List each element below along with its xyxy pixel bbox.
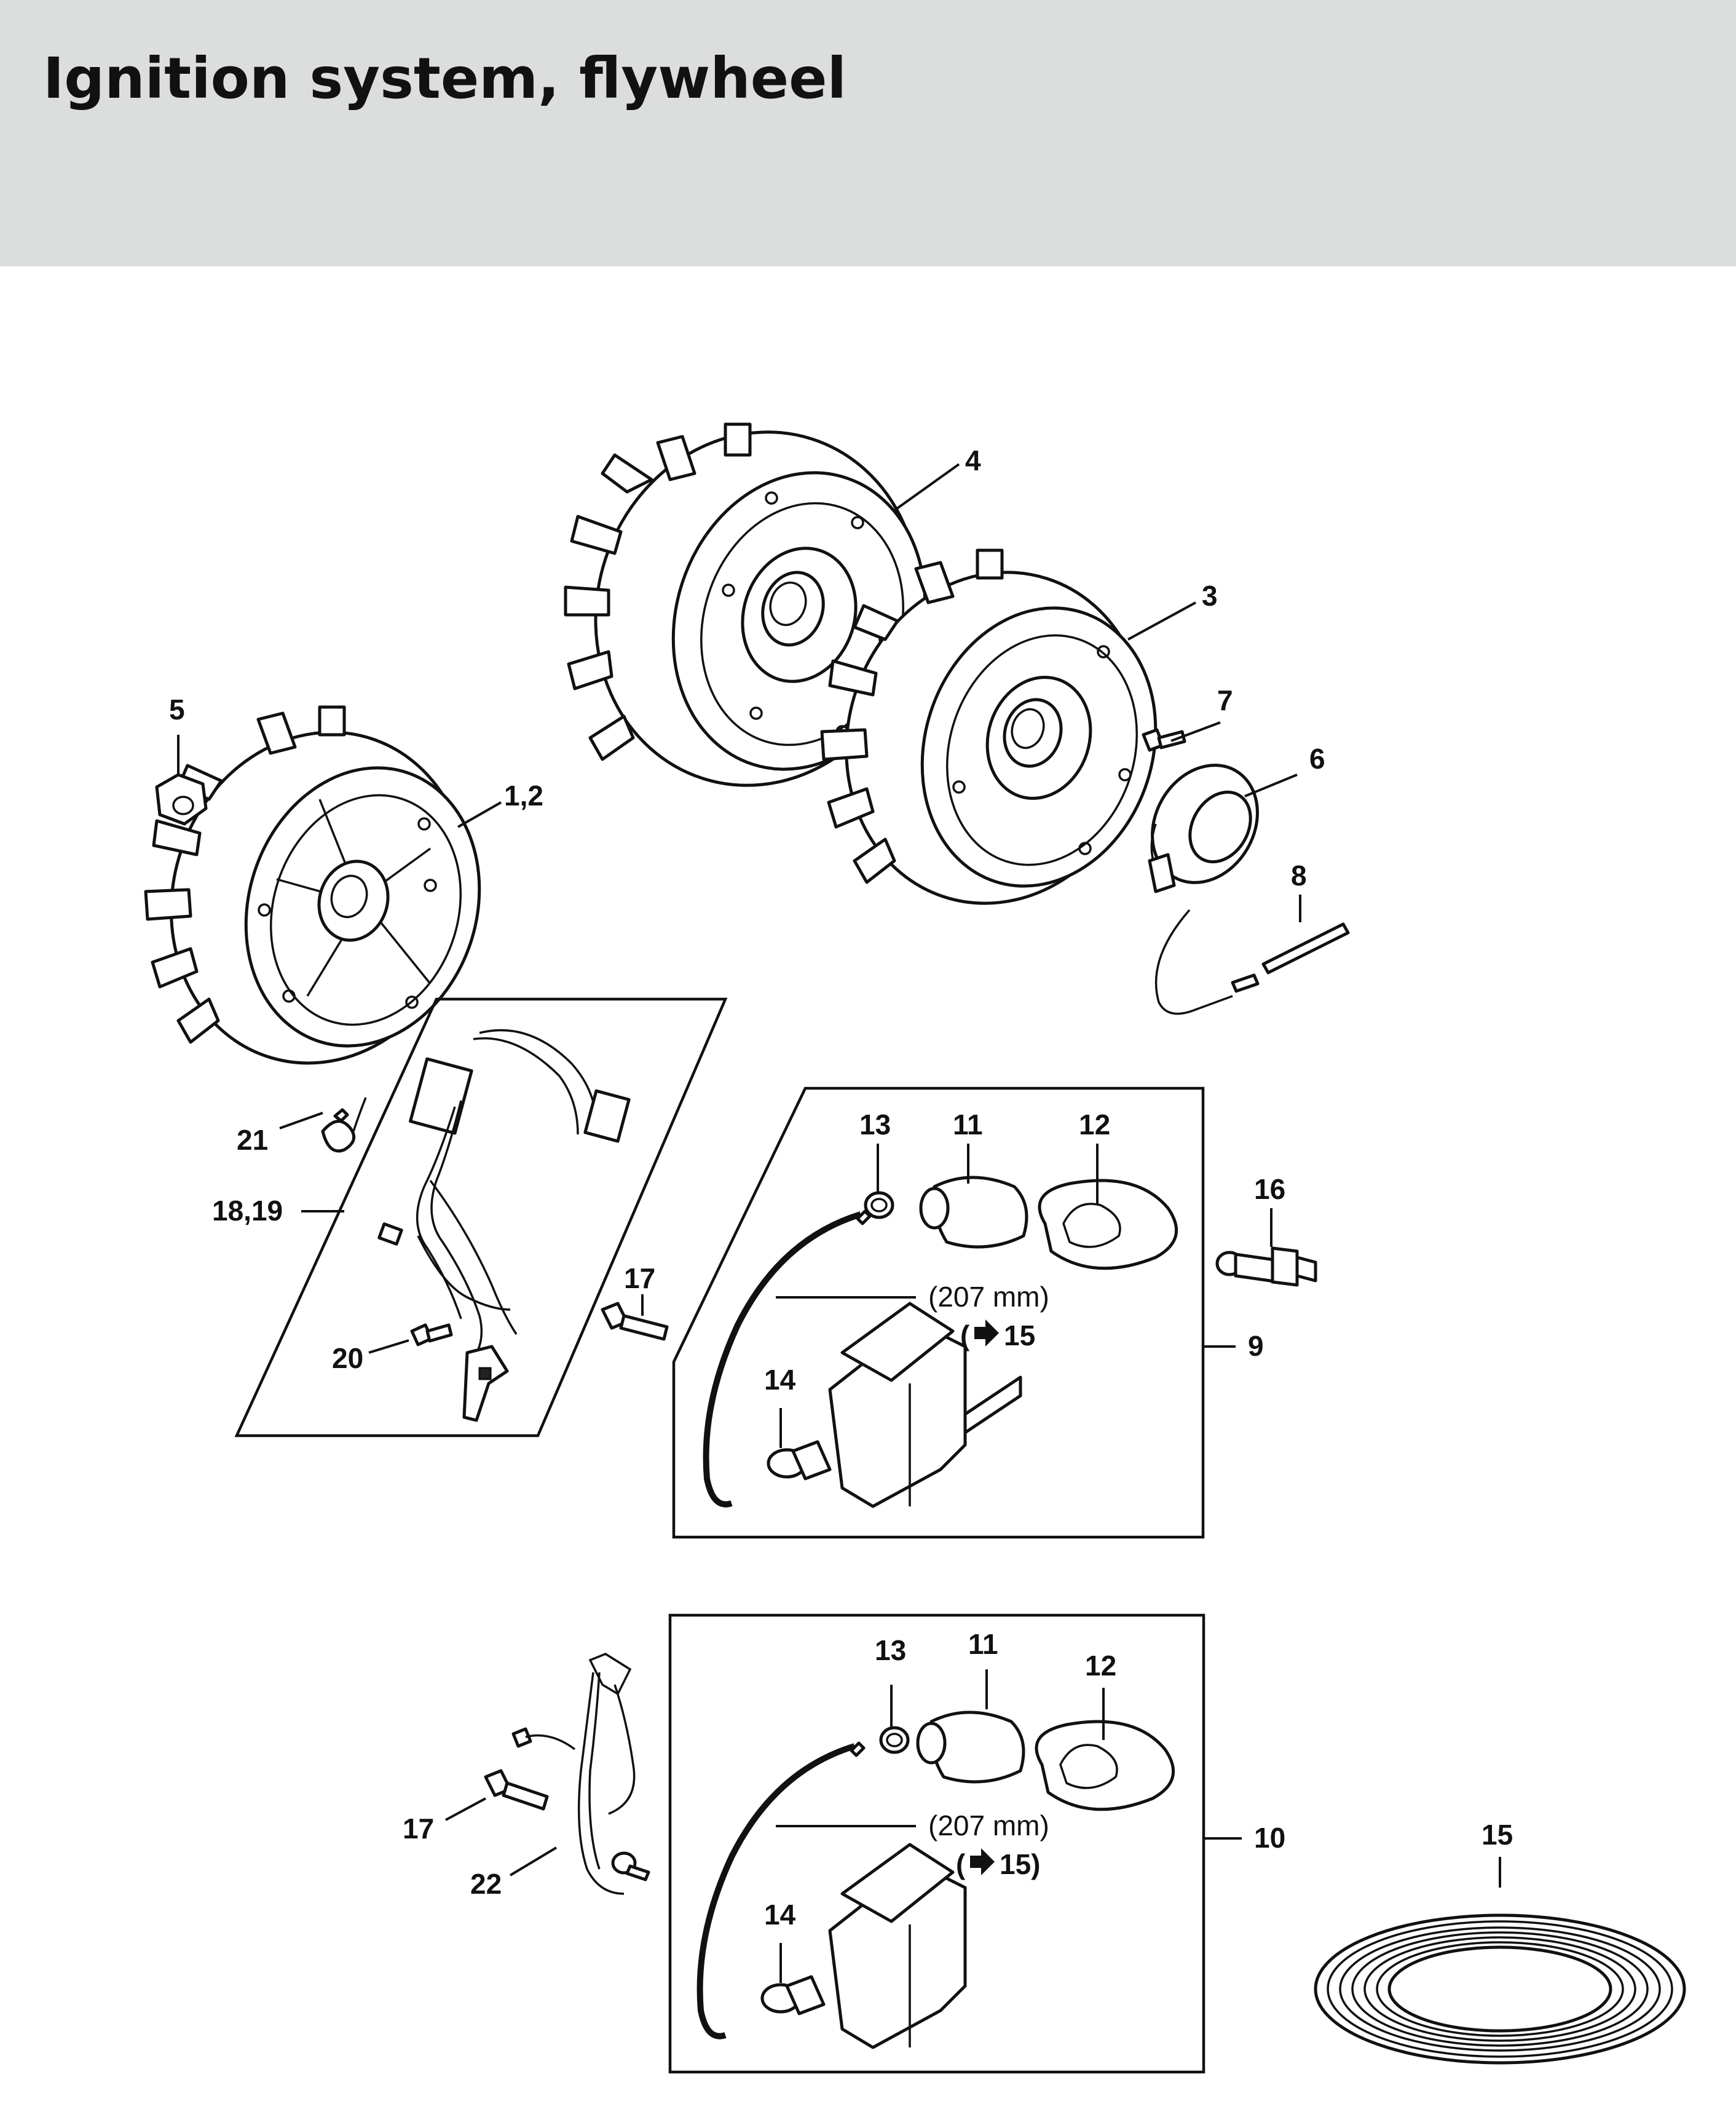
length-text-b: (207 mm) [928, 1810, 1049, 1841]
screw-part-17a [601, 1302, 669, 1341]
clip-part-21 [321, 1097, 367, 1153]
cover-part-12a [1038, 1179, 1178, 1270]
ignition-coil-10 [828, 1843, 967, 2049]
length-note-a: (207 mm) ( 15 [928, 1281, 1049, 1351]
callout-3: 3 [1202, 580, 1218, 612]
screw-part-7 [1142, 728, 1186, 752]
callout-1-2: 1,2 [504, 780, 543, 812]
callout-7: 7 [1217, 684, 1233, 716]
callout-13b: 13 [875, 1634, 906, 1666]
callout-6: 6 [1309, 743, 1325, 775]
callout-14b: 14 [764, 1899, 796, 1931]
callout-11a: 11 [953, 1109, 983, 1141]
callout-17a: 17 [624, 1262, 655, 1294]
callout-17b: 17 [403, 1813, 434, 1845]
callout-labels: 4 3 7 6 8 5 1,2 21 18,19 20 17 13 11 12 … [169, 445, 1513, 1931]
arrow-right-icon [970, 1848, 995, 1875]
flywheel-part-3 [820, 548, 1158, 905]
title-banner: Ignition system, flywheel [0, 0, 1736, 266]
ref-text-a: 15 [1004, 1319, 1035, 1351]
callout-22: 22 [470, 1868, 502, 1900]
leader-lines [177, 463, 1501, 1983]
callout-11b: 11 [968, 1628, 998, 1660]
callout-15: 15 [1482, 1819, 1513, 1851]
ignition-coil-9 [828, 1302, 1022, 1508]
boot-part-11a [919, 1176, 1028, 1249]
callout-14a: 14 [764, 1364, 796, 1396]
spring-part-13a [864, 1191, 894, 1219]
callout-8: 8 [1291, 860, 1307, 892]
spark-plug-part-16 [1215, 1246, 1317, 1287]
cable-part-22 [511, 1653, 650, 1895]
callout-12a: 12 [1079, 1109, 1110, 1141]
arrow-right-icon [974, 1319, 999, 1347]
callout-5: 5 [169, 694, 185, 726]
length-note-b: (207 mm) ( 15) [928, 1810, 1049, 1880]
connector-part-14a [767, 1440, 832, 1481]
callout-9: 9 [1248, 1330, 1264, 1362]
boot-part-11b [916, 1711, 1025, 1784]
spring-part-13b [879, 1726, 910, 1754]
page-title: Ignition system, flywheel [43, 45, 847, 111]
sensor-part-6 [1148, 764, 1350, 1015]
callout-21: 21 [237, 1124, 268, 1156]
callout-13a: 13 [859, 1109, 891, 1141]
harness-panel [234, 997, 728, 1438]
connector-part-14b [760, 1975, 826, 2015]
ignition-module-panel-10 [668, 1613, 1205, 2074]
callout-4: 4 [965, 445, 981, 477]
ref-text-b: 15) [1000, 1848, 1040, 1880]
flywheel-part-4 [564, 422, 927, 787]
flywheel-part-1-2 [144, 705, 481, 1065]
callout-12b: 12 [1085, 1650, 1116, 1682]
screw-part-20 [410, 1323, 453, 1347]
screw-part-17b [484, 1769, 549, 1811]
ignition-module-panel-9 [672, 1086, 1205, 1539]
callout-16: 16 [1254, 1173, 1285, 1205]
callout-20: 20 [332, 1342, 363, 1374]
ref-prefix-b: ( [956, 1848, 966, 1880]
callout-18-19: 18,19 [212, 1195, 283, 1227]
cover-part-12b [1035, 1720, 1175, 1811]
wire-roll-part-15 [1314, 1913, 1686, 2065]
callout-10: 10 [1254, 1822, 1285, 1854]
length-text-a: (207 mm) [928, 1281, 1049, 1313]
ref-prefix-a: ( [960, 1319, 970, 1351]
